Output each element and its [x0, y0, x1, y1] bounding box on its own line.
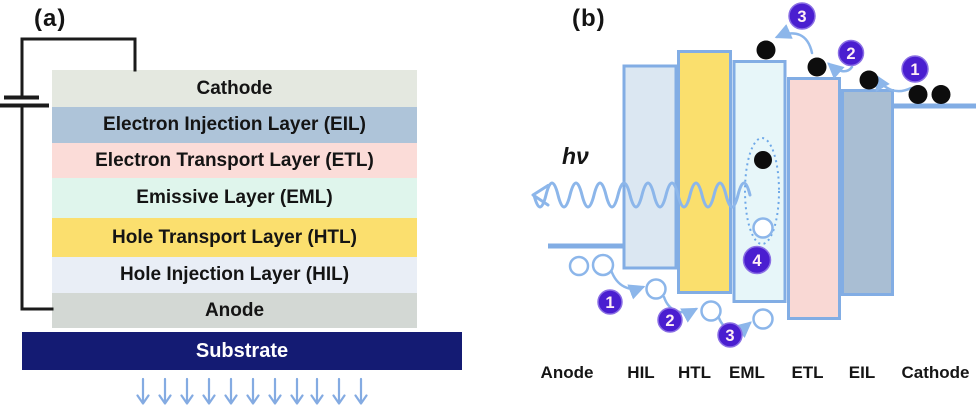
panel-b-label: (b) — [572, 5, 606, 32]
step-badge-electron-2: 2 — [837, 39, 865, 67]
layer-etl-label: Electron Transport Layer (ETL) — [95, 149, 374, 171]
electron-dot — [859, 70, 879, 90]
label-etl: ETL — [791, 363, 823, 382]
down-arrow-icon — [332, 377, 346, 405]
electron-dot — [807, 57, 827, 77]
down-arrow-icon — [180, 377, 194, 405]
hole-dot — [752, 308, 774, 330]
electron-step-badges: 3 2 1 — [788, 2, 929, 83]
step-badge-hole-3: 3 — [717, 322, 743, 348]
photon-wave-arrow — [531, 181, 752, 209]
electron-arrow-3-icon — [774, 24, 814, 55]
hole-dot — [700, 300, 722, 322]
electron-dot-in-eml — [754, 151, 772, 169]
step-badge-recombination: 4 — [742, 245, 772, 275]
badge-circle — [901, 55, 929, 83]
photon-arrowhead-icon — [531, 184, 550, 207]
electron-dot — [756, 40, 776, 60]
energy-diagram-axis-labels: Anode HIL HTL EML ETL EIL Cathode — [541, 363, 970, 382]
layer-anode: Anode — [52, 293, 417, 328]
hole-step-badges: 1 2 3 — [597, 289, 743, 348]
bar-eml — [732, 60, 787, 303]
battery-circuit — [0, 37, 137, 311]
badge-number: 1 — [910, 61, 919, 79]
electrode-levels — [548, 103, 976, 249]
layer-cathode-label: Cathode — [196, 77, 273, 99]
panel-a-label: (a) — [34, 5, 67, 32]
label-anode: Anode — [541, 363, 594, 382]
badge-number: 3 — [725, 327, 734, 345]
bar-eil — [841, 89, 894, 296]
layer-etl: Electron Transport Layer (ETL) — [52, 143, 417, 178]
layer-anode-label: Anode — [204, 299, 265, 321]
label-hil: HIL — [627, 363, 654, 382]
step-badge-electron-1: 1 — [901, 55, 929, 83]
badge-circle — [657, 307, 683, 333]
badge-number: 2 — [665, 312, 674, 330]
step-badge-electron-3: 3 — [788, 2, 816, 30]
layer-htl-label: Hole Transport Layer (HTL) — [112, 226, 357, 248]
electron-dot — [908, 85, 928, 104]
layer-substrate-label: Substrate — [195, 339, 289, 362]
photon-hv-label: hν — [562, 143, 589, 169]
label-eml: EML — [729, 363, 765, 382]
hole-arrow-1-icon — [609, 268, 646, 300]
badge-circle — [717, 322, 743, 348]
badge-circle — [742, 245, 772, 275]
label-cathode: Cathode — [902, 363, 970, 382]
label-eil: EIL — [849, 363, 875, 382]
layer-eml: Emissive Layer (EML) — [52, 178, 417, 218]
down-arrow-icon — [202, 377, 216, 405]
badge-number: 3 — [797, 8, 806, 26]
layer-substrate: Substrate — [22, 332, 462, 370]
down-arrow-icon — [290, 377, 304, 405]
down-arrow-icon — [224, 377, 238, 405]
step-badge-hole-2: 2 — [657, 307, 683, 333]
badge-circle — [597, 289, 623, 315]
layer-eil-label: Electron Injection Layer (EIL) — [103, 114, 366, 135]
holes — [568, 217, 774, 330]
electron-dot — [931, 85, 951, 104]
badge-circle — [788, 2, 816, 30]
layer-cathode: Cathode — [52, 70, 417, 107]
electrons — [754, 40, 951, 169]
layer-hil: Hole Injection Layer (HIL) — [52, 257, 417, 293]
down-arrow-icon — [310, 377, 324, 405]
electron-arrow-2-icon — [827, 62, 854, 80]
hole-dot — [591, 253, 615, 277]
light-emission-arrows — [136, 377, 368, 405]
badge-number: 1 — [605, 294, 614, 312]
down-arrow-icon — [354, 377, 368, 405]
step-badge-hole-1: 1 — [597, 289, 623, 315]
layer-hil-label: Hole Injection Layer (HIL) — [119, 264, 350, 285]
bar-htl — [677, 50, 732, 294]
badge-number: 4 — [752, 252, 762, 270]
bar-hil — [622, 64, 678, 270]
wire-top — [20, 37, 137, 97]
photon-wave — [532, 181, 752, 209]
exciton-ellipse — [744, 137, 780, 245]
down-arrow-icon — [268, 377, 282, 405]
badge-number: 2 — [846, 45, 855, 63]
hole-dot-in-eml — [752, 217, 774, 239]
down-arrow-icon — [246, 377, 260, 405]
down-arrow-icon — [158, 377, 172, 405]
badge-circle — [837, 39, 865, 67]
layer-htl: Hole Transport Layer (HTL) — [52, 218, 417, 257]
layer-eil: Electron Injection Layer (EIL) — [52, 107, 417, 143]
layer-eml-label: Emissive Layer (EML) — [136, 187, 333, 208]
hole-dot — [645, 278, 667, 300]
bar-etl — [787, 77, 841, 320]
wire-bottom — [20, 105, 54, 311]
label-htl: HTL — [678, 363, 711, 382]
down-arrow-icon — [136, 377, 150, 405]
energy-bars — [622, 50, 894, 320]
hole-dot — [568, 255, 590, 277]
